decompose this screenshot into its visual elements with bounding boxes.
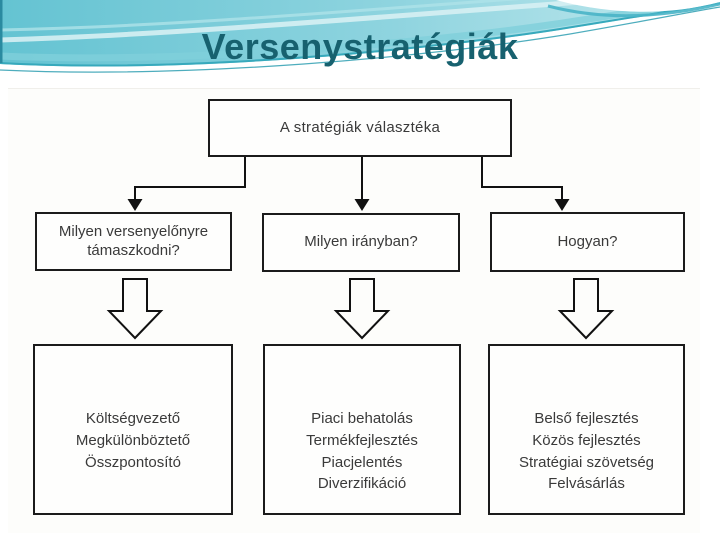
- answer-box-direction-strategies: Piaci behatolás Termékfejlesztés Piacjel…: [263, 344, 461, 515]
- question-box-direction: Milyen irányban?: [262, 213, 460, 272]
- question-box-how: Hogyan?: [490, 212, 685, 272]
- root-box-strategy-choices: A stratégiák választéka: [208, 99, 512, 157]
- question-label: Milyen irányban?: [304, 233, 418, 251]
- question-label: Hogyan?: [557, 232, 618, 250]
- answer-list: Piaci behatolás Termékfejlesztés Piacjel…: [306, 410, 418, 493]
- answer-list: Belső fejlesztés Közös fejlesztés Straté…: [518, 410, 655, 493]
- answer-box-how-strategies: Belső fejlesztés Közös fejlesztés Straté…: [488, 344, 685, 515]
- root-box-label: A stratégiák választéka: [279, 118, 441, 136]
- slide-title: Versenystratégiák: [201, 26, 519, 67]
- answer-box-advantage-strategies: Költségvezető Megkülönböztető Összpontos…: [33, 344, 233, 515]
- header-wave-art: [0, 0, 720, 110]
- question-label: Milyen versenyelőnyre támaszkodni?: [58, 222, 209, 259]
- answer-list: Költségvezető Megkülönböztető Összpontos…: [75, 410, 191, 471]
- question-box-competitive-advantage: Milyen versenyelőnyre támaszkodni?: [35, 212, 232, 271]
